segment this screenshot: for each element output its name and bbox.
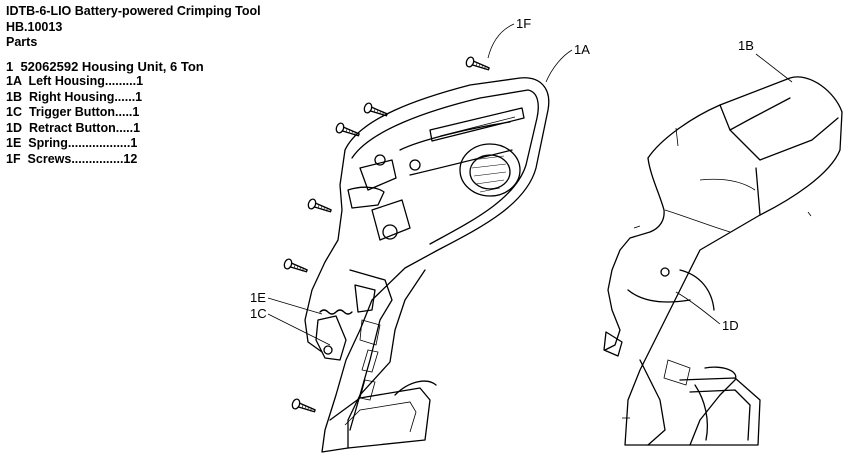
trigger-button-drawing bbox=[315, 315, 347, 361]
part-id: 1F bbox=[6, 151, 21, 166]
part-row-1f: 1F Screws...............12 bbox=[6, 152, 261, 168]
part-id: 1A bbox=[6, 74, 22, 88]
callout-1d: 1D bbox=[675, 291, 739, 333]
part-row-1c: 1C Trigger Button.....1 bbox=[6, 105, 261, 121]
callout-label: 1C bbox=[250, 306, 267, 321]
part-row-1a: 1A Left Housing.........1 bbox=[6, 74, 261, 90]
part-desc: Retract Button.....1 bbox=[28, 120, 141, 135]
part-id: 1D bbox=[6, 120, 22, 135]
callout-1a: 1A bbox=[545, 42, 590, 83]
parts-list: IDTB-6-LIO Battery-powered Crimping Tool… bbox=[6, 4, 261, 167]
part-desc: Trigger Button.....1 bbox=[28, 105, 140, 119]
part-id: 1E bbox=[6, 136, 22, 150]
part-row-1b: 1B Right Housing......1 bbox=[6, 90, 261, 106]
callout-1c: 1C bbox=[250, 306, 331, 346]
screws-drawing bbox=[283, 56, 490, 413]
part-desc: Left Housing.........1 bbox=[28, 74, 144, 88]
right-housing-drawing bbox=[603, 76, 843, 446]
part-id: 1B bbox=[6, 89, 22, 104]
part-desc: Spring..................1 bbox=[28, 136, 138, 150]
part-desc: Right Housing......1 bbox=[28, 89, 143, 104]
assembly-label: 1 52062592 Housing Unit, 6 Ton bbox=[6, 58, 204, 74]
part-id: 1C bbox=[6, 105, 22, 119]
callout-label: 1E bbox=[250, 290, 266, 305]
callout-label: 1D bbox=[722, 318, 739, 333]
callout-label: 1B bbox=[738, 38, 754, 53]
tool-title: IDTB-6-LIO Battery-powered Crimping Tool bbox=[6, 4, 261, 18]
spring-drawing bbox=[319, 309, 353, 315]
part-row-1e: 1E Spring..................1 bbox=[6, 136, 261, 152]
model-number: HB.10013 bbox=[6, 19, 63, 34]
part-desc: Screws...............12 bbox=[27, 151, 138, 166]
callout-label: 1A bbox=[574, 42, 590, 57]
callout-1f: 1F bbox=[487, 16, 531, 59]
callout-label: 1F bbox=[516, 16, 531, 31]
callout-1b: 1B bbox=[738, 38, 793, 83]
callout-1e: 1E bbox=[250, 290, 323, 315]
left-housing-drawing bbox=[304, 77, 550, 453]
section-label: Parts bbox=[6, 35, 38, 49]
part-row-1d: 1D Retract Button.....1 bbox=[6, 121, 261, 137]
